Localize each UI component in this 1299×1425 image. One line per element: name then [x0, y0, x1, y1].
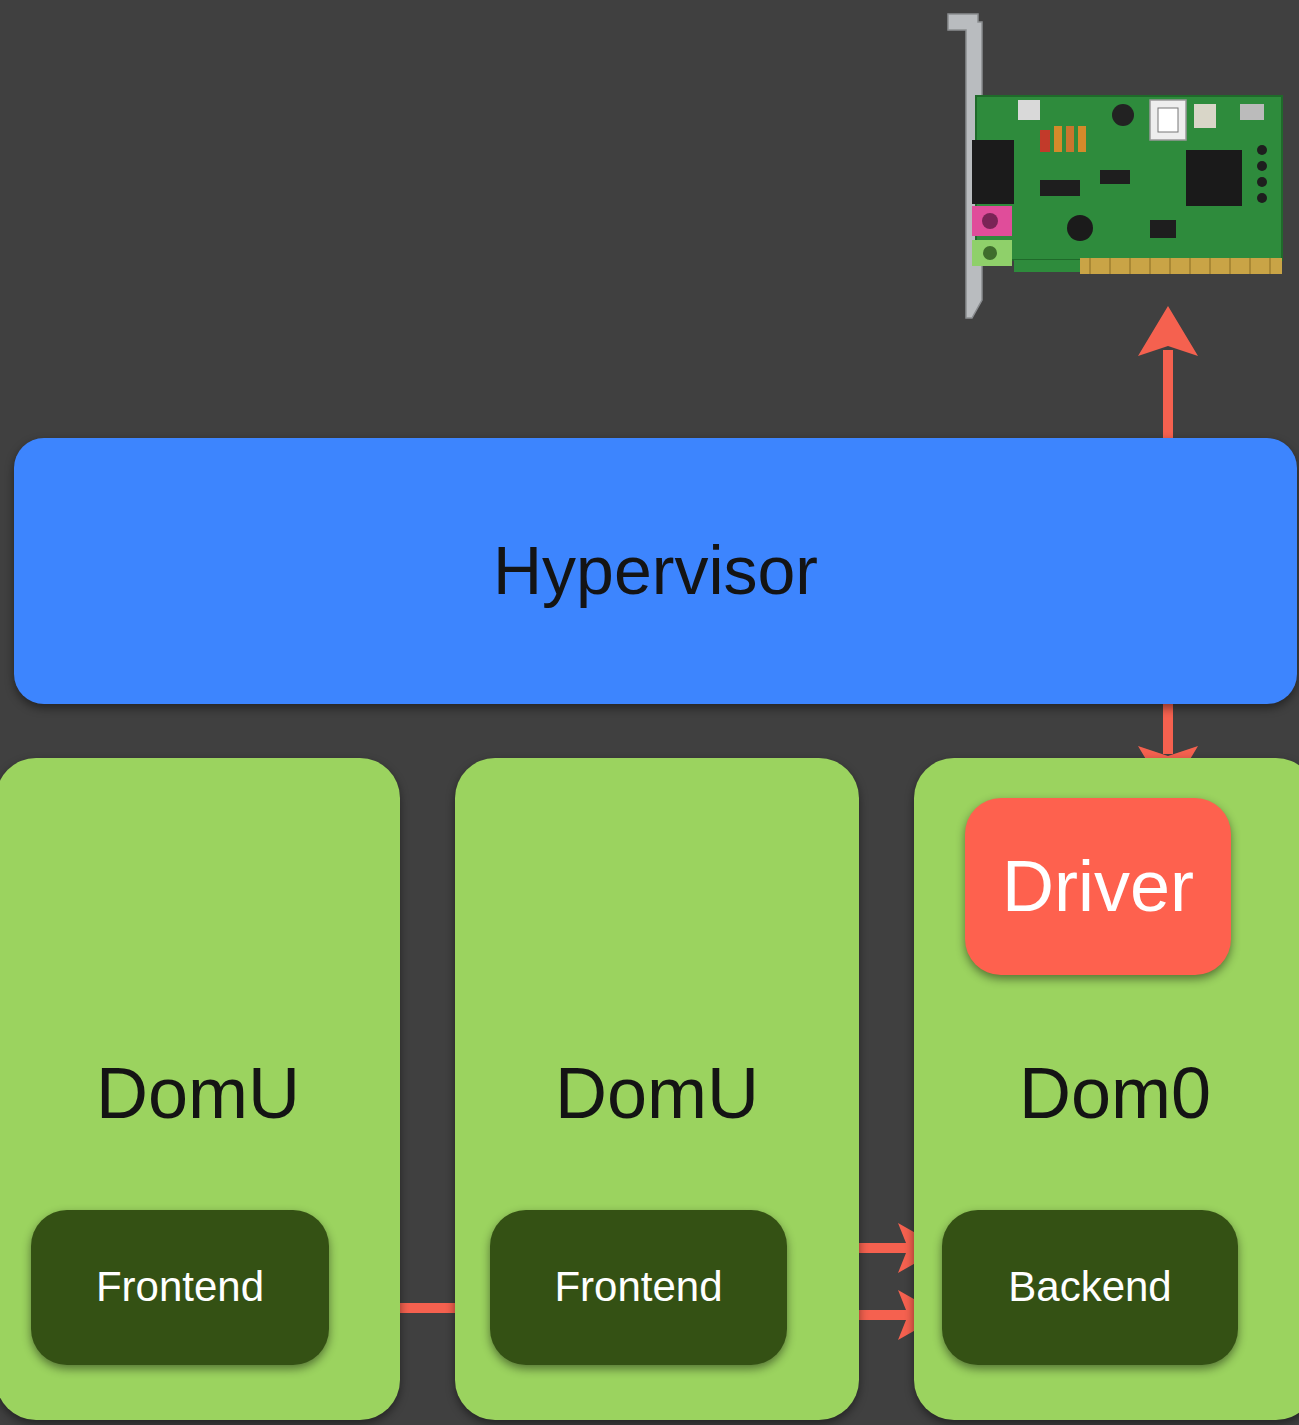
backend-box: Backend	[942, 1210, 1238, 1365]
domain-box: Dom0 DriverBackend	[914, 758, 1299, 1420]
frontend-box: Frontend	[490, 1210, 787, 1365]
domain-box: DomU Frontend	[0, 758, 400, 1420]
hypervisor-band: Hypervisor	[14, 438, 1297, 704]
node-label: Frontend	[96, 1262, 264, 1312]
node-label: Backend	[1008, 1262, 1171, 1312]
domain-box: DomU Frontend	[455, 758, 859, 1420]
node-label: DomU	[0, 1050, 400, 1136]
pci-card	[948, 14, 1282, 318]
node-label: Hypervisor	[493, 530, 818, 612]
node-label: DomU	[455, 1050, 859, 1136]
node-label: Driver	[1002, 843, 1194, 929]
frontend-box: Frontend	[31, 1210, 329, 1365]
node-label: Frontend	[554, 1262, 722, 1312]
node-label: Dom0	[914, 1050, 1299, 1136]
driver-box: Driver	[965, 798, 1231, 975]
